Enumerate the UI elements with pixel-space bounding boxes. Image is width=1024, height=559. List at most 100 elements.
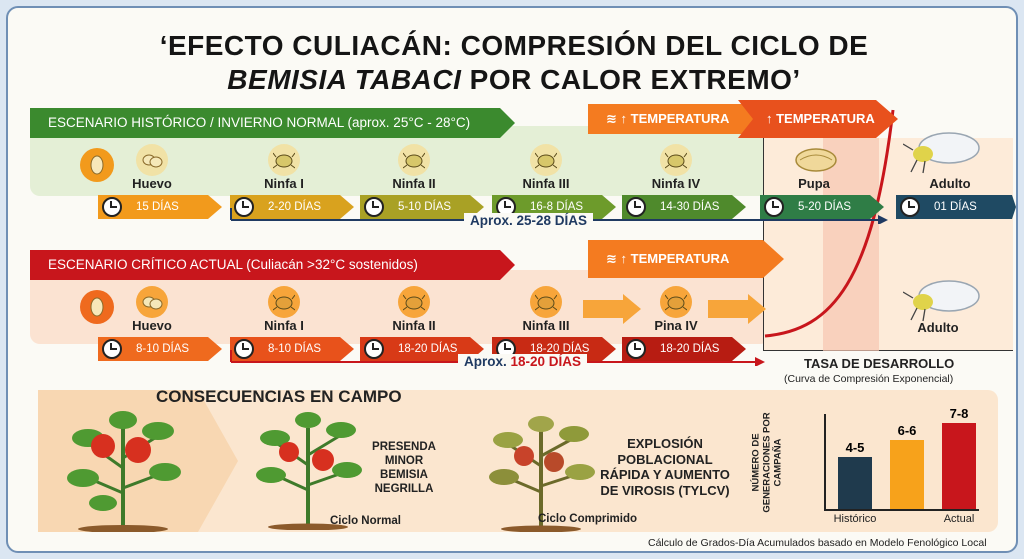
critical-acceleration-arrow-1 [708, 294, 766, 324]
historic-stage-0-icon [136, 144, 168, 176]
plant1-line-2: MINOR [384, 455, 424, 467]
clock-icon [626, 339, 646, 359]
rate-panel [763, 138, 1013, 351]
historic-stage-6-arrow [896, 195, 1016, 219]
clock-icon [364, 197, 384, 217]
clock-icon [234, 339, 254, 359]
title-line-2: BEMISIA TABACI POR CALOR EXTREMO’ [8, 64, 1016, 96]
critical-stage-0-arrow [98, 337, 222, 361]
species-name: BEMISIA TABACI [227, 64, 462, 95]
critical-stage-0-label: Huevo [132, 318, 172, 333]
consequences-title: CONSECUENCIAS EN CAMPO [156, 387, 402, 406]
chart-x-axis [824, 509, 979, 511]
bar-category-label-0: Histórico [833, 513, 877, 525]
plant2-caption: Ciclo Comprimido [538, 513, 638, 525]
clock-icon [234, 197, 254, 217]
historic-stage-5-days: 5-20 DÍAS [798, 201, 852, 213]
bar-1 [890, 440, 924, 509]
clock-icon [102, 339, 122, 359]
historic-stage-3-days: 16-8 DÍAS [530, 201, 584, 213]
historic-temperature-label-1: ≋ ↑ TEMPERATURA [588, 103, 729, 135]
critical-total: Aprox. 18-20 DÍAS [458, 354, 588, 369]
whitefly-adult-icon [903, 132, 980, 174]
historic-temperature-arrows [588, 100, 898, 138]
historic-stage-2-days: 5-10 DÍAS [398, 201, 452, 213]
plant1-caption: Ciclo Normal [330, 515, 401, 527]
historic-temperature-label-2: ↑ TEMPERATURA [766, 111, 875, 126]
infographic-frame: ‘EFECTO CULIACÁN: COMPRESIÓN DEL CICLO D… [6, 6, 1018, 553]
historic-stage-3-label: Ninfa III [522, 176, 570, 191]
historic-total: Aprox. 25-28 DÍAS [464, 213, 594, 228]
critical-stage-2-label: Ninfa II [392, 318, 436, 333]
heat-waves-icon: ≋ [606, 111, 621, 126]
critical-stage-4-label: Pina IV [654, 318, 698, 333]
critical-banner-text: ESCENARIO CRÍTICO ACTUAL (Culiacán >32°C… [48, 257, 418, 272]
historic-stage-0-arrow [98, 195, 222, 219]
critical-stage-3-label: Ninfa III [522, 318, 570, 333]
chart-ylabel-container: NÚMERO DE GENERACIONES POR CAMPAÑA [746, 406, 786, 516]
plant2-line-1: EXPLOSIÓN [627, 436, 703, 451]
clock-icon [900, 197, 920, 217]
egg-icon-2 [80, 290, 114, 324]
critical-temp-text: ↑ TEMPERATURA [620, 251, 730, 266]
plant1-line-3: BEMISIA [380, 469, 428, 481]
historic-stage-6-days: 01 DÍAS [934, 201, 977, 213]
plant2-description: EXPLOSIÓN POBLACIONAL RÁPIDA Y AUMENTO D… [590, 436, 740, 498]
chart-y-axis [824, 414, 826, 510]
pupa-icon [794, 146, 838, 174]
critical-stage-4-icon [660, 286, 692, 318]
critical-stage-4-days: 18-20 DÍAS [660, 343, 720, 355]
historic-stage-1-arrow [230, 195, 354, 219]
footer-note: Cálculo de Grados-Día Acumulados basado … [648, 537, 987, 549]
historic-banner-shape [30, 108, 515, 138]
historic-stage-5-arrow [760, 195, 884, 219]
historic-stage-3-icon [530, 144, 562, 176]
bar-0 [838, 457, 872, 509]
critical-stage-1-days: 8-10 DÍAS [268, 343, 322, 355]
historic-stage-0-days: 15 DÍAS [136, 201, 179, 213]
rate-highlight-column [823, 138, 879, 351]
plant2-line-3: RÁPIDA Y AUMENTO [600, 467, 730, 482]
chart-ylabel: NÚMERO DE GENERACIONES POR CAMPAÑA [750, 412, 784, 513]
clock-icon [626, 197, 646, 217]
historic-stage-0-label: Huevo [132, 176, 172, 191]
bar-2 [942, 422, 976, 509]
historic-stage-1-label: Ninfa I [264, 176, 304, 191]
critical-stage-1-icon [268, 286, 300, 318]
critical-stage-1-arrow [230, 337, 354, 361]
rate-subtitle: (Curva de Compresión Exponencial) [784, 373, 954, 385]
critical-temperature-arrow [588, 240, 784, 278]
critical-stage-1-label: Ninfa I [264, 318, 304, 333]
plant2-line-4: DE VIROSIS (TYLCV) [600, 482, 730, 498]
critical-stage-2-icon [398, 286, 430, 318]
historic-stage-2-label: Ninfa II [392, 176, 436, 191]
bar-value-label-0: 4-5 [845, 440, 865, 456]
critical-stage-2-days: 18-20 DÍAS [398, 343, 458, 355]
critical-stage-0-days: 8-10 DÍAS [136, 343, 190, 355]
title-line-1: ‘EFECTO CULIACÁN: COMPRESIÓN DEL CICLO D… [159, 30, 869, 61]
critical-stage-0-icon [136, 286, 168, 318]
historic-stage-4-label: Ninfa IV [651, 176, 701, 191]
critical-stage-2-arrow [360, 337, 484, 361]
historic-stage-6-label: Adulto [929, 176, 971, 191]
title-line-2-rest: POR CALOR EXTREMO’ [461, 64, 801, 95]
historic-banner-text: ESCENARIO HISTÓRICO / INVIERNO NORMAL (a… [32, 109, 470, 137]
plant1-line-4: NEGRILLA [374, 483, 434, 495]
heat-waves-icon-2: ≋ [606, 251, 621, 266]
critical-stage-3-days: 18-20 DÍAS [530, 343, 590, 355]
historic-stage-4-days: 14-30 DÍAS [660, 201, 720, 213]
historic-stage-1-icon [268, 144, 300, 176]
historic-stage-5-label: Pupa [798, 176, 830, 191]
critical-total-value: 18-20 DÍAS [510, 354, 582, 369]
plant1-line-1: PRESENDA [372, 441, 436, 453]
critical-banner-shape [30, 250, 515, 280]
bar-category-label-2: Actual [943, 513, 975, 525]
plant2-line-2: POBLACIONAL [617, 451, 713, 467]
bar-value-label-2: 7-8 [949, 405, 969, 421]
critical-acceleration-arrow-0 [583, 294, 641, 324]
historic-stage-2-arrow [360, 195, 484, 219]
rate-title: TASA DE DESARROLLO [804, 356, 955, 371]
historic-stage-4-arrow [622, 195, 746, 219]
clock-icon [364, 339, 384, 359]
